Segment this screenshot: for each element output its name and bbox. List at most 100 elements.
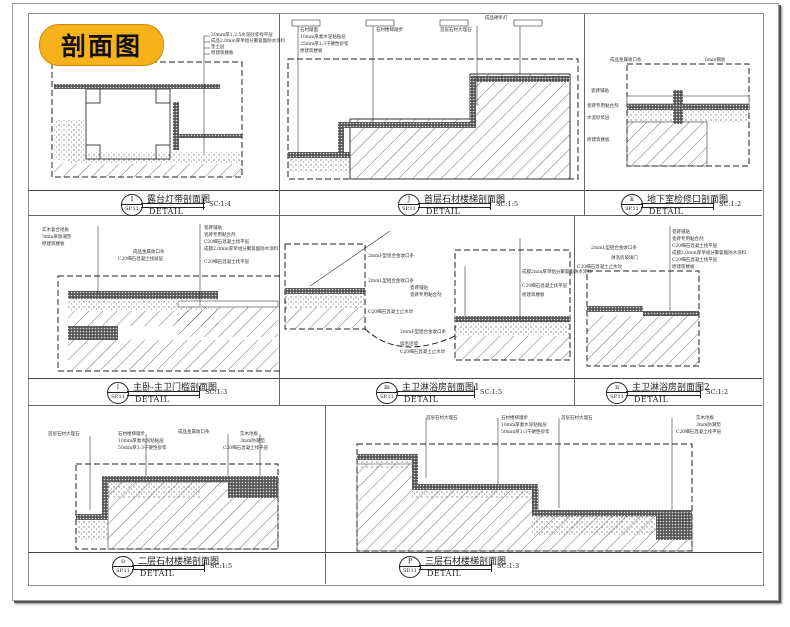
callout-label: 石材楼梯踏步 — [501, 416, 528, 421]
callout-label: 成膜2mm厚单组分聚氨酯防水涂料 — [522, 270, 592, 275]
callout-label: 实木地板 — [240, 432, 258, 437]
detail-panel-second-floor-stair: 首层石材大理石 石材楼梯踏步 10mm厚素水泥粘贴层 50mm厚1:3干硬性砂浆… — [28, 406, 326, 584]
title-underline — [141, 203, 205, 208]
section-drawing — [51, 35, 243, 178]
detail-label: DETAIL — [149, 207, 184, 216]
detail-panel-master-door-sill: 实木复合地板 3mm厚防潮垫 原建筑楼板 成品金属收口条 C20细石混凝土找坡层… — [28, 216, 280, 406]
callout-label: C20细石混凝土找平层 — [223, 446, 269, 451]
detail-label: DETAIL — [634, 395, 669, 404]
title-underline — [626, 391, 700, 396]
section-drawing — [626, 63, 750, 167]
scale-tick — [199, 386, 200, 398]
callout-label: 原建筑楼板 — [300, 49, 323, 54]
detail-panel-shower-2: 2mmL型铝合金收口条 淋浴房玻璃门 C20细石混凝土止水坎 瓷砖铺贴 瓷砖专用… — [575, 216, 762, 406]
callout-label: 2mmL型铝合金收口条 — [591, 246, 637, 251]
detail-panel-ground-stair: 石材踏面 10mm厚素水泥粘贴层 25mm厚1:3干硬性砂浆 原建筑楼板 石材楼… — [280, 14, 585, 216]
callout-label: 成膜2.0mm厚单组分聚氨酯防水涂料 — [204, 247, 279, 252]
callout-label: 水泥砂浆层 — [587, 116, 610, 121]
detail-label: DETAIL — [427, 569, 462, 578]
scale-tick — [204, 560, 205, 572]
detail-panel-terrace-light-strip: 20mm厚1:2.5水泥砂浆找平层 成品2.0mm厚单组分聚氨酯防水涂料 垫土层… — [28, 14, 285, 216]
callout-label: 实木复合地板 — [42, 228, 69, 233]
callout-label: 首层石材大理石 — [48, 432, 80, 437]
callout-label: C20细石混凝土找平层 — [204, 260, 250, 265]
detail-panel-third-floor-stair: 首层石材大理石 石材楼梯踏步 10mm厚素水泥粘贴层 50mm厚1:3干硬性砂浆… — [326, 406, 762, 584]
title-underline — [419, 565, 491, 570]
callout-label: 垫土层 — [211, 45, 225, 50]
title-underline — [127, 391, 199, 396]
detail-title: 首层石材楼梯剖面图 — [424, 195, 506, 205]
callout-label: C20细石混凝土找平层 — [522, 284, 568, 289]
callout-label: 2mmL型铝合金收口条 — [368, 279, 414, 284]
detail-title: 主卧-主卫门槛剖面图 — [133, 383, 218, 393]
callout-label: 原建筑楼板 — [672, 265, 695, 270]
detail-label: DETAIL — [135, 395, 170, 404]
callout-label: 成品2.0mm厚单组分聚氨酯防水涂料 — [211, 39, 286, 44]
callout-label: 实木地板 — [696, 416, 714, 421]
callout-label: 原建筑楼板 — [211, 51, 234, 56]
callout-label: 25mm厚1:3干硬性砂浆 — [300, 42, 349, 47]
section-drawing — [356, 418, 693, 552]
callout-label: C20细石混凝土找平层 — [204, 240, 250, 245]
detail-title: 主卫淋浴房剖面图1 — [402, 383, 480, 393]
detail-title: 露台灯带剖面图 — [147, 195, 211, 205]
section-drawing — [75, 434, 279, 550]
callout-label: 2mmF型铝合金收口条 — [368, 254, 415, 259]
callout-label: 原建筑楼板 — [522, 293, 545, 298]
detail-scale: SC:1:5 — [496, 200, 519, 208]
callout-label: 首层石材大理石 — [561, 416, 593, 421]
callout-label: C20细石混凝土止水坎 — [400, 350, 446, 355]
callout-label: C20细石混凝土止水坎 — [577, 265, 623, 270]
callout-label: C20细石混凝土找平层 — [672, 244, 718, 249]
callout-label: 3mm防潮垫 — [240, 439, 265, 444]
callout-label: 原建筑楼板 — [42, 242, 65, 247]
title-underline — [418, 203, 490, 208]
scale-tick — [203, 198, 204, 210]
title-underline — [641, 203, 713, 208]
callout-label: 6mm钢板 — [705, 58, 726, 63]
callout-label: 瓷砖铺贴 — [591, 89, 609, 94]
detail-title: 三层石材楼梯剖面图 — [425, 557, 507, 567]
detail-scale: SC:1:3 — [205, 388, 228, 396]
title-underline — [396, 391, 474, 396]
detail-scale: SC:1:3 — [497, 562, 520, 570]
callout-label: C20细石混凝土止水坎 — [368, 310, 414, 315]
callout-label: 石材楼梯踏步 — [376, 28, 403, 33]
callout-label: 石材楼梯踏步 — [118, 432, 145, 437]
callout-label: 成品金属收口条 — [178, 430, 210, 435]
drawing-frame — [28, 13, 764, 586]
scale-tick — [713, 198, 714, 210]
callout-label: C20细石混凝土找平层 — [672, 258, 718, 263]
callout-label: 瓷砖专用黏合剂 — [204, 233, 236, 238]
detail-scale: SC:1:5 — [210, 562, 233, 570]
scale-tick — [700, 386, 701, 398]
callout-label: 10mm厚素水泥粘贴层 — [501, 423, 547, 428]
callout-label: 10mm厚素水泥粘贴层 — [300, 35, 346, 40]
callout-label: 瓷砖专用黏合剂 — [410, 293, 442, 298]
detail-scale: SC:1:2 — [719, 200, 742, 208]
detail-label: DETAIL — [649, 207, 684, 216]
detail-scale: SC:1:5 — [480, 388, 503, 396]
scale-tick — [491, 560, 492, 572]
callout-label: 首层石材大理石 — [426, 416, 458, 421]
callout-label: 瓷砖铺贴 — [204, 226, 222, 231]
scale-tick — [474, 386, 475, 398]
callout-label: C20细石混凝土找平层 — [676, 430, 722, 435]
callout-label: 50mm厚1:3干硬性砂浆 — [501, 430, 550, 435]
callout-label: 成品硬条灯 — [485, 16, 508, 21]
callout-label: 3mm防潮垫 — [696, 423, 721, 428]
callout-label: 3mm厚防潮垫 — [42, 235, 72, 240]
section-drawing — [287, 19, 579, 180]
callout-label: 墙毛坯墙 — [400, 342, 418, 347]
